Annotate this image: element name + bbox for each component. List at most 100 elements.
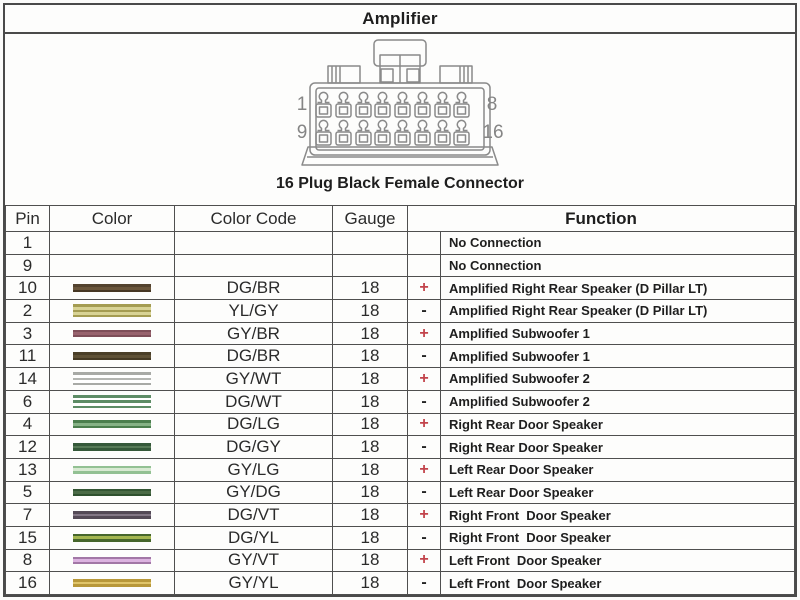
polarity-cell: - — [407, 571, 441, 595]
pinout-table-body: 1 No Connection 9 No Connection 10 DG/BR… — [5, 231, 795, 595]
table-header-row: Pin Color Color Code Gauge Function — [5, 205, 795, 232]
pin-cell: 8 — [5, 548, 50, 573]
connector-caption: 16 Plug Black Female Connector — [275, 175, 525, 192]
gauge-cell — [332, 231, 408, 255]
gauge-cell: 18 — [332, 457, 408, 482]
color-code-cell: GY/YL — [174, 571, 333, 595]
gauge-cell: 18 — [332, 503, 408, 527]
connector-body — [309, 82, 491, 156]
wire-color-swatch — [73, 284, 151, 293]
color-cell — [49, 503, 175, 527]
table-row: 16 GY/YL 18 - Left Front Door Speaker — [5, 571, 795, 595]
polarity-cell: + — [407, 367, 441, 391]
polarity-cell: - — [407, 480, 441, 505]
gauge-cell: 18 — [332, 435, 408, 459]
pin-cell: 6 — [5, 389, 50, 414]
function-cell: No Connection — [440, 231, 795, 255]
function-cell: Amplified Subwoofer 2 — [440, 389, 795, 414]
color-cell — [49, 299, 175, 323]
pinout-table-wrap: Pin Color Color Code Gauge Function 1 No… — [5, 205, 795, 595]
wire-color-swatch — [73, 443, 151, 451]
table-row: 11 DG/BR 18 - Amplified Subwoofer 1 — [5, 344, 795, 369]
color-code-cell: DG/WT — [174, 389, 333, 414]
polarity-cell: + — [407, 457, 441, 482]
color-code-cell: GY/WT — [174, 367, 333, 391]
color-cell — [49, 525, 175, 550]
pin-cell: 4 — [5, 412, 50, 437]
gauge-cell: 18 — [332, 344, 408, 369]
connector-tab-right — [439, 65, 473, 84]
function-cell: Amplified Subwoofer 2 — [440, 367, 795, 391]
gauge-cell: 18 — [332, 321, 408, 346]
pin-label-1: 1 — [297, 94, 308, 115]
polarity-cell: - — [407, 299, 441, 323]
color-cell — [49, 276, 175, 301]
color-cell — [49, 389, 175, 414]
pin-cell: 10 — [5, 276, 50, 301]
pin-cell: 12 — [5, 435, 50, 459]
color-code-cell — [174, 253, 333, 278]
color-code-cell: GY/LG — [174, 457, 333, 482]
function-cell: Left Front Door Speaker — [440, 548, 795, 573]
gauge-cell: 18 — [332, 367, 408, 391]
color-cell — [49, 321, 175, 346]
color-code-cell: DG/BR — [174, 276, 333, 301]
polarity-cell: + — [407, 276, 441, 301]
connector-diagram: 1 8 9 16 — [297, 39, 504, 166]
table-row: 8 GY/VT 18 + Left Front Door Speaker — [5, 548, 795, 573]
wire-color-swatch — [73, 420, 151, 429]
function-cell: Right Rear Door Speaker — [440, 412, 795, 437]
wire-color-swatch — [73, 372, 151, 386]
table-row: 15 DG/YL 18 - Right Front Door Speaker — [5, 525, 795, 550]
wire-color-swatch — [73, 579, 151, 588]
pin-cell: 5 — [5, 480, 50, 505]
wire-color-swatch — [73, 488, 151, 497]
pin-cell: 1 — [5, 231, 50, 255]
gauge-cell: 18 — [332, 299, 408, 323]
header-color: Color — [49, 205, 175, 232]
pin-label-8: 8 — [487, 94, 498, 115]
function-cell: No Connection — [440, 253, 795, 278]
header-gauge: Gauge — [332, 205, 408, 232]
connector-tab-left — [327, 65, 361, 84]
connector-base — [301, 146, 499, 166]
pin-label-9: 9 — [297, 122, 308, 143]
pin-label-16: 16 — [482, 122, 503, 143]
table-row: 2 YL/GY 18 - Amplified Right Rear Speake… — [5, 299, 795, 323]
pin-cell: 9 — [5, 253, 50, 278]
pin-cell: 13 — [5, 457, 50, 482]
wire-color-swatch — [73, 395, 151, 409]
wire-color-swatch — [73, 556, 151, 565]
color-cell — [49, 412, 175, 437]
polarity-cell: - — [407, 389, 441, 414]
color-cell — [49, 344, 175, 369]
gauge-cell: 18 — [332, 389, 408, 414]
wire-color-swatch — [73, 465, 151, 474]
wire-color-swatch — [73, 352, 151, 361]
color-cell — [49, 231, 175, 255]
table-row: 6 DG/WT 18 - Amplified Subwoofer 2 — [5, 389, 795, 414]
function-cell: Right Front Door Speaker — [440, 525, 795, 550]
table-row: 10 DG/BR 18 + Amplified Right Rear Speak… — [5, 276, 795, 301]
function-cell: Right Front Door Speaker — [440, 503, 795, 527]
table-row: 3 GY/BR 18 + Amplified Subwoofer 1 — [5, 321, 795, 346]
pin-cell: 14 — [5, 367, 50, 391]
polarity-cell: - — [407, 525, 441, 550]
polarity-cell — [407, 253, 441, 278]
pin-cell: 7 — [5, 503, 50, 527]
wire-color-swatch — [73, 304, 151, 318]
pin-cell: 11 — [5, 344, 50, 369]
gauge-cell — [332, 253, 408, 278]
color-code-cell: DG/VT — [174, 503, 333, 527]
color-code-cell: DG/BR — [174, 344, 333, 369]
color-code-cell: DG/GY — [174, 435, 333, 459]
table-row: 7 DG/VT 18 + Right Front Door Speaker — [5, 503, 795, 527]
function-cell: Amplified Subwoofer 1 — [440, 344, 795, 369]
color-code-cell: DG/YL — [174, 525, 333, 550]
function-cell: Amplified Subwoofer 1 — [440, 321, 795, 346]
polarity-cell: + — [407, 548, 441, 573]
pin-cell: 2 — [5, 299, 50, 323]
polarity-cell: - — [407, 344, 441, 369]
table-row: 13 GY/LG 18 + Left Rear Door Speaker — [5, 457, 795, 482]
